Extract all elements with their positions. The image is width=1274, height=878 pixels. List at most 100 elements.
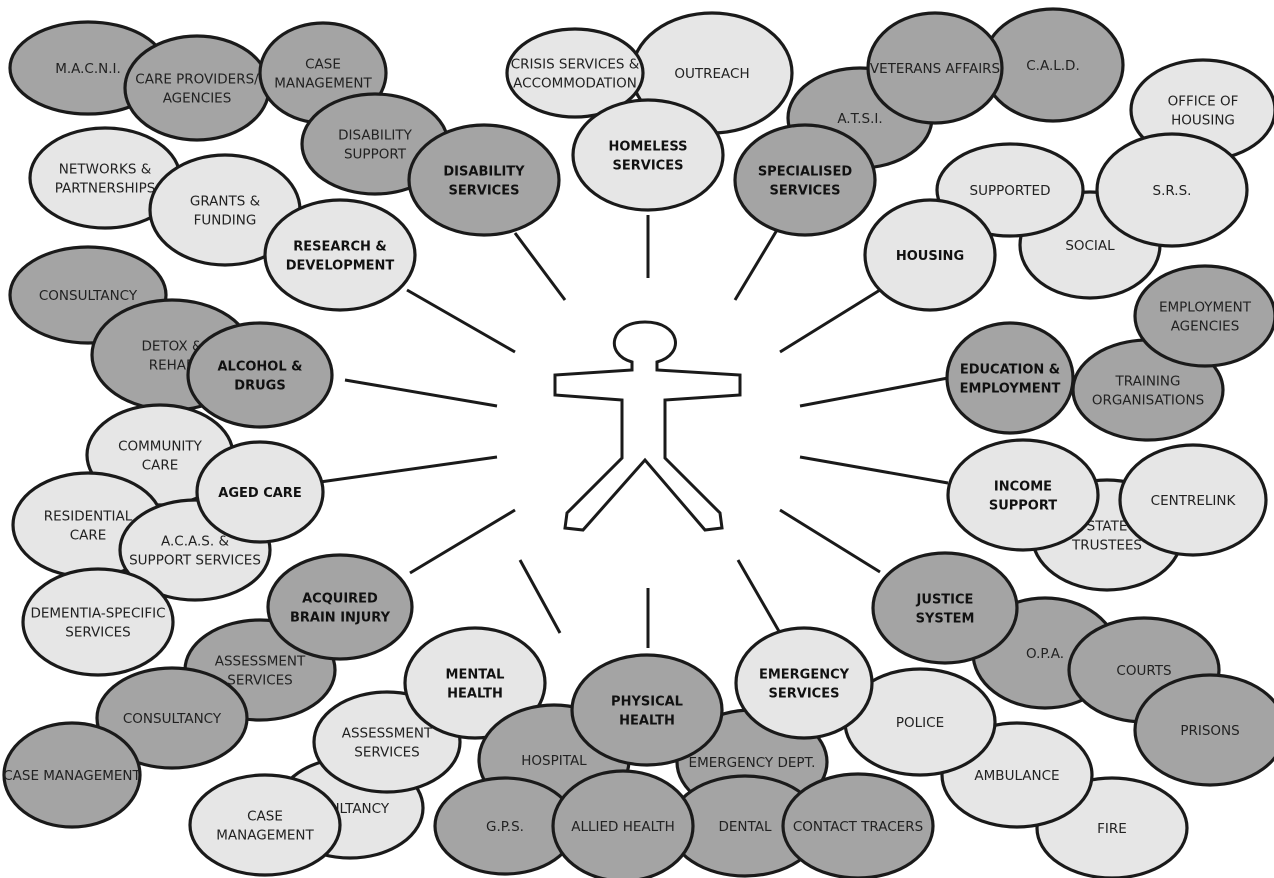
bubble-label: MANAGEMENT bbox=[216, 828, 314, 844]
bubble-label: OUTREACH bbox=[674, 66, 749, 82]
bubble-label: SERVICES bbox=[227, 673, 292, 689]
bubble-label: M.A.C.N.I. bbox=[55, 61, 121, 77]
bubble-label: JUSTICE bbox=[916, 593, 974, 608]
connector-line bbox=[344, 378, 498, 408]
bubble-prisons: PRISONS bbox=[1133, 673, 1274, 787]
bubble-label: RESEARCH & bbox=[293, 240, 387, 255]
bubble-shape bbox=[1118, 443, 1268, 557]
bubble-shape bbox=[863, 198, 997, 312]
bubble-case-management-mh: CASE MANAGEMENT bbox=[188, 773, 342, 877]
connector-line bbox=[319, 455, 498, 484]
bubble-shape bbox=[866, 11, 1004, 125]
bubble-label: SUPPORT bbox=[989, 499, 1057, 514]
bubble-grants: GRANTS &FUNDING bbox=[148, 153, 302, 267]
bubble-shape bbox=[946, 438, 1100, 552]
bubble-label: CARE PROVIDERS/ bbox=[135, 72, 259, 88]
bubble-label: EMPLOYMENT bbox=[1159, 300, 1252, 316]
bubble-label: NETWORKS & bbox=[59, 162, 152, 178]
bubble-label: AGENCIES bbox=[1171, 319, 1240, 335]
bubble-label: HOUSING bbox=[1171, 113, 1235, 129]
bubble-care-providers: CARE PROVIDERS/AGENCIES bbox=[123, 34, 271, 142]
bubble-label: INCOME bbox=[994, 480, 1052, 495]
bubble-label: O.P.A. bbox=[1026, 646, 1064, 662]
bubble-label: CASE bbox=[305, 57, 341, 73]
bubble-label: G.P.S. bbox=[486, 819, 524, 835]
bubble-label: CASE MANAGEMENT bbox=[3, 768, 141, 784]
bubble-label: ORGANISATIONS bbox=[1092, 393, 1204, 409]
bubble-label: PHYSICAL bbox=[611, 695, 683, 710]
bubble-label: SERVICES bbox=[449, 184, 520, 199]
bubble-label: EMPLOYMENT bbox=[960, 382, 1061, 397]
bubble-label: S.R.S. bbox=[1153, 183, 1192, 199]
bubble-label: HOSPITAL bbox=[521, 753, 587, 769]
connector-line bbox=[736, 559, 782, 634]
bubble-label: AGED CARE bbox=[218, 486, 301, 501]
bubble-label: CONTACT TRACERS bbox=[793, 819, 923, 835]
bubble-label: POLICE bbox=[896, 715, 944, 731]
bubble-label: DISABILITY bbox=[338, 128, 412, 144]
bubble-shape bbox=[403, 626, 547, 740]
bubble-label: DRUGS bbox=[234, 379, 285, 394]
bubble-label: EMERGENCY DEPT. bbox=[689, 755, 816, 771]
bubble-shape bbox=[570, 653, 724, 767]
bubble-police: POLICE bbox=[843, 667, 997, 777]
bubble-label: AMBULANCE bbox=[974, 768, 1059, 784]
bubble-label: REHAB bbox=[149, 358, 196, 374]
bubble-contact-tracers: CONTACT TRACERS bbox=[781, 772, 935, 878]
bubble-shape bbox=[571, 98, 725, 212]
bubble-label: SUPPORT bbox=[344, 147, 407, 163]
bubble-shape bbox=[123, 34, 271, 142]
bubble-label: COURTS bbox=[1116, 663, 1171, 679]
bubble-label: CENTRELINK bbox=[1151, 493, 1237, 509]
bubble-shape bbox=[551, 769, 695, 878]
bubble-label: A.C.A.S. & bbox=[161, 534, 229, 550]
bubble-label: EDUCATION & bbox=[960, 363, 1060, 378]
bubble-label: DETOX & bbox=[141, 339, 202, 355]
bubble-income: INCOME SUPPORT bbox=[946, 438, 1100, 552]
bubble-label: FIRE bbox=[1097, 821, 1127, 837]
bubble-gps: G.P.S. bbox=[433, 776, 577, 876]
bubble-shape bbox=[195, 440, 325, 544]
connector-line bbox=[779, 508, 881, 574]
bubble-layer: M.A.C.N.I.CARE PROVIDERS/AGENCIESCASEMAN… bbox=[2, 7, 1274, 878]
bubble-label: HOUSING bbox=[896, 249, 964, 264]
bubble-shape bbox=[505, 27, 645, 119]
bubble-label: CASE bbox=[247, 809, 283, 825]
bubble-shape bbox=[871, 551, 1019, 665]
connector-line bbox=[799, 455, 949, 485]
bubble-allied: ALLIED HEALTH bbox=[551, 769, 695, 878]
bubble-label: SPECIALISED bbox=[758, 165, 853, 180]
bubble-label: DEVELOPMENT bbox=[286, 259, 395, 274]
connector-line bbox=[409, 508, 516, 575]
bubble-shape bbox=[263, 198, 417, 312]
bubble-shape bbox=[1133, 673, 1274, 787]
bubble-label: TRAINING bbox=[1115, 374, 1181, 390]
bubble-cald: C.A.L.D. bbox=[981, 7, 1125, 123]
connector-line bbox=[733, 224, 782, 301]
bubble-label: CRISIS SERVICES & bbox=[511, 57, 640, 73]
bubble-shape bbox=[407, 123, 561, 237]
connector-line bbox=[406, 288, 516, 354]
bubble-label: CARE bbox=[70, 528, 107, 544]
bubble-label: AGENCIES bbox=[163, 91, 232, 107]
bubble-label: OFFICE OF bbox=[1168, 94, 1239, 110]
bubble-label: SERVICES bbox=[65, 625, 130, 641]
connector-lines bbox=[319, 215, 949, 648]
bubble-label: ALCOHOL & bbox=[217, 360, 302, 375]
bubble-label: FUNDING bbox=[194, 213, 257, 229]
bubble-education: EDUCATION & EMPLOYMENT bbox=[945, 321, 1075, 435]
bubble-label: SUPPORTED bbox=[970, 183, 1051, 199]
bubble-label: RESIDENTIAL bbox=[44, 509, 133, 525]
bubble-shape bbox=[781, 772, 935, 878]
bubble-label: COMMUNITY bbox=[118, 439, 203, 455]
connector-line bbox=[779, 288, 881, 354]
bubble-veterans: VETERANS AFFAIRS bbox=[866, 11, 1004, 125]
bubble-case-management-abi: CASE MANAGEMENT bbox=[2, 721, 142, 829]
